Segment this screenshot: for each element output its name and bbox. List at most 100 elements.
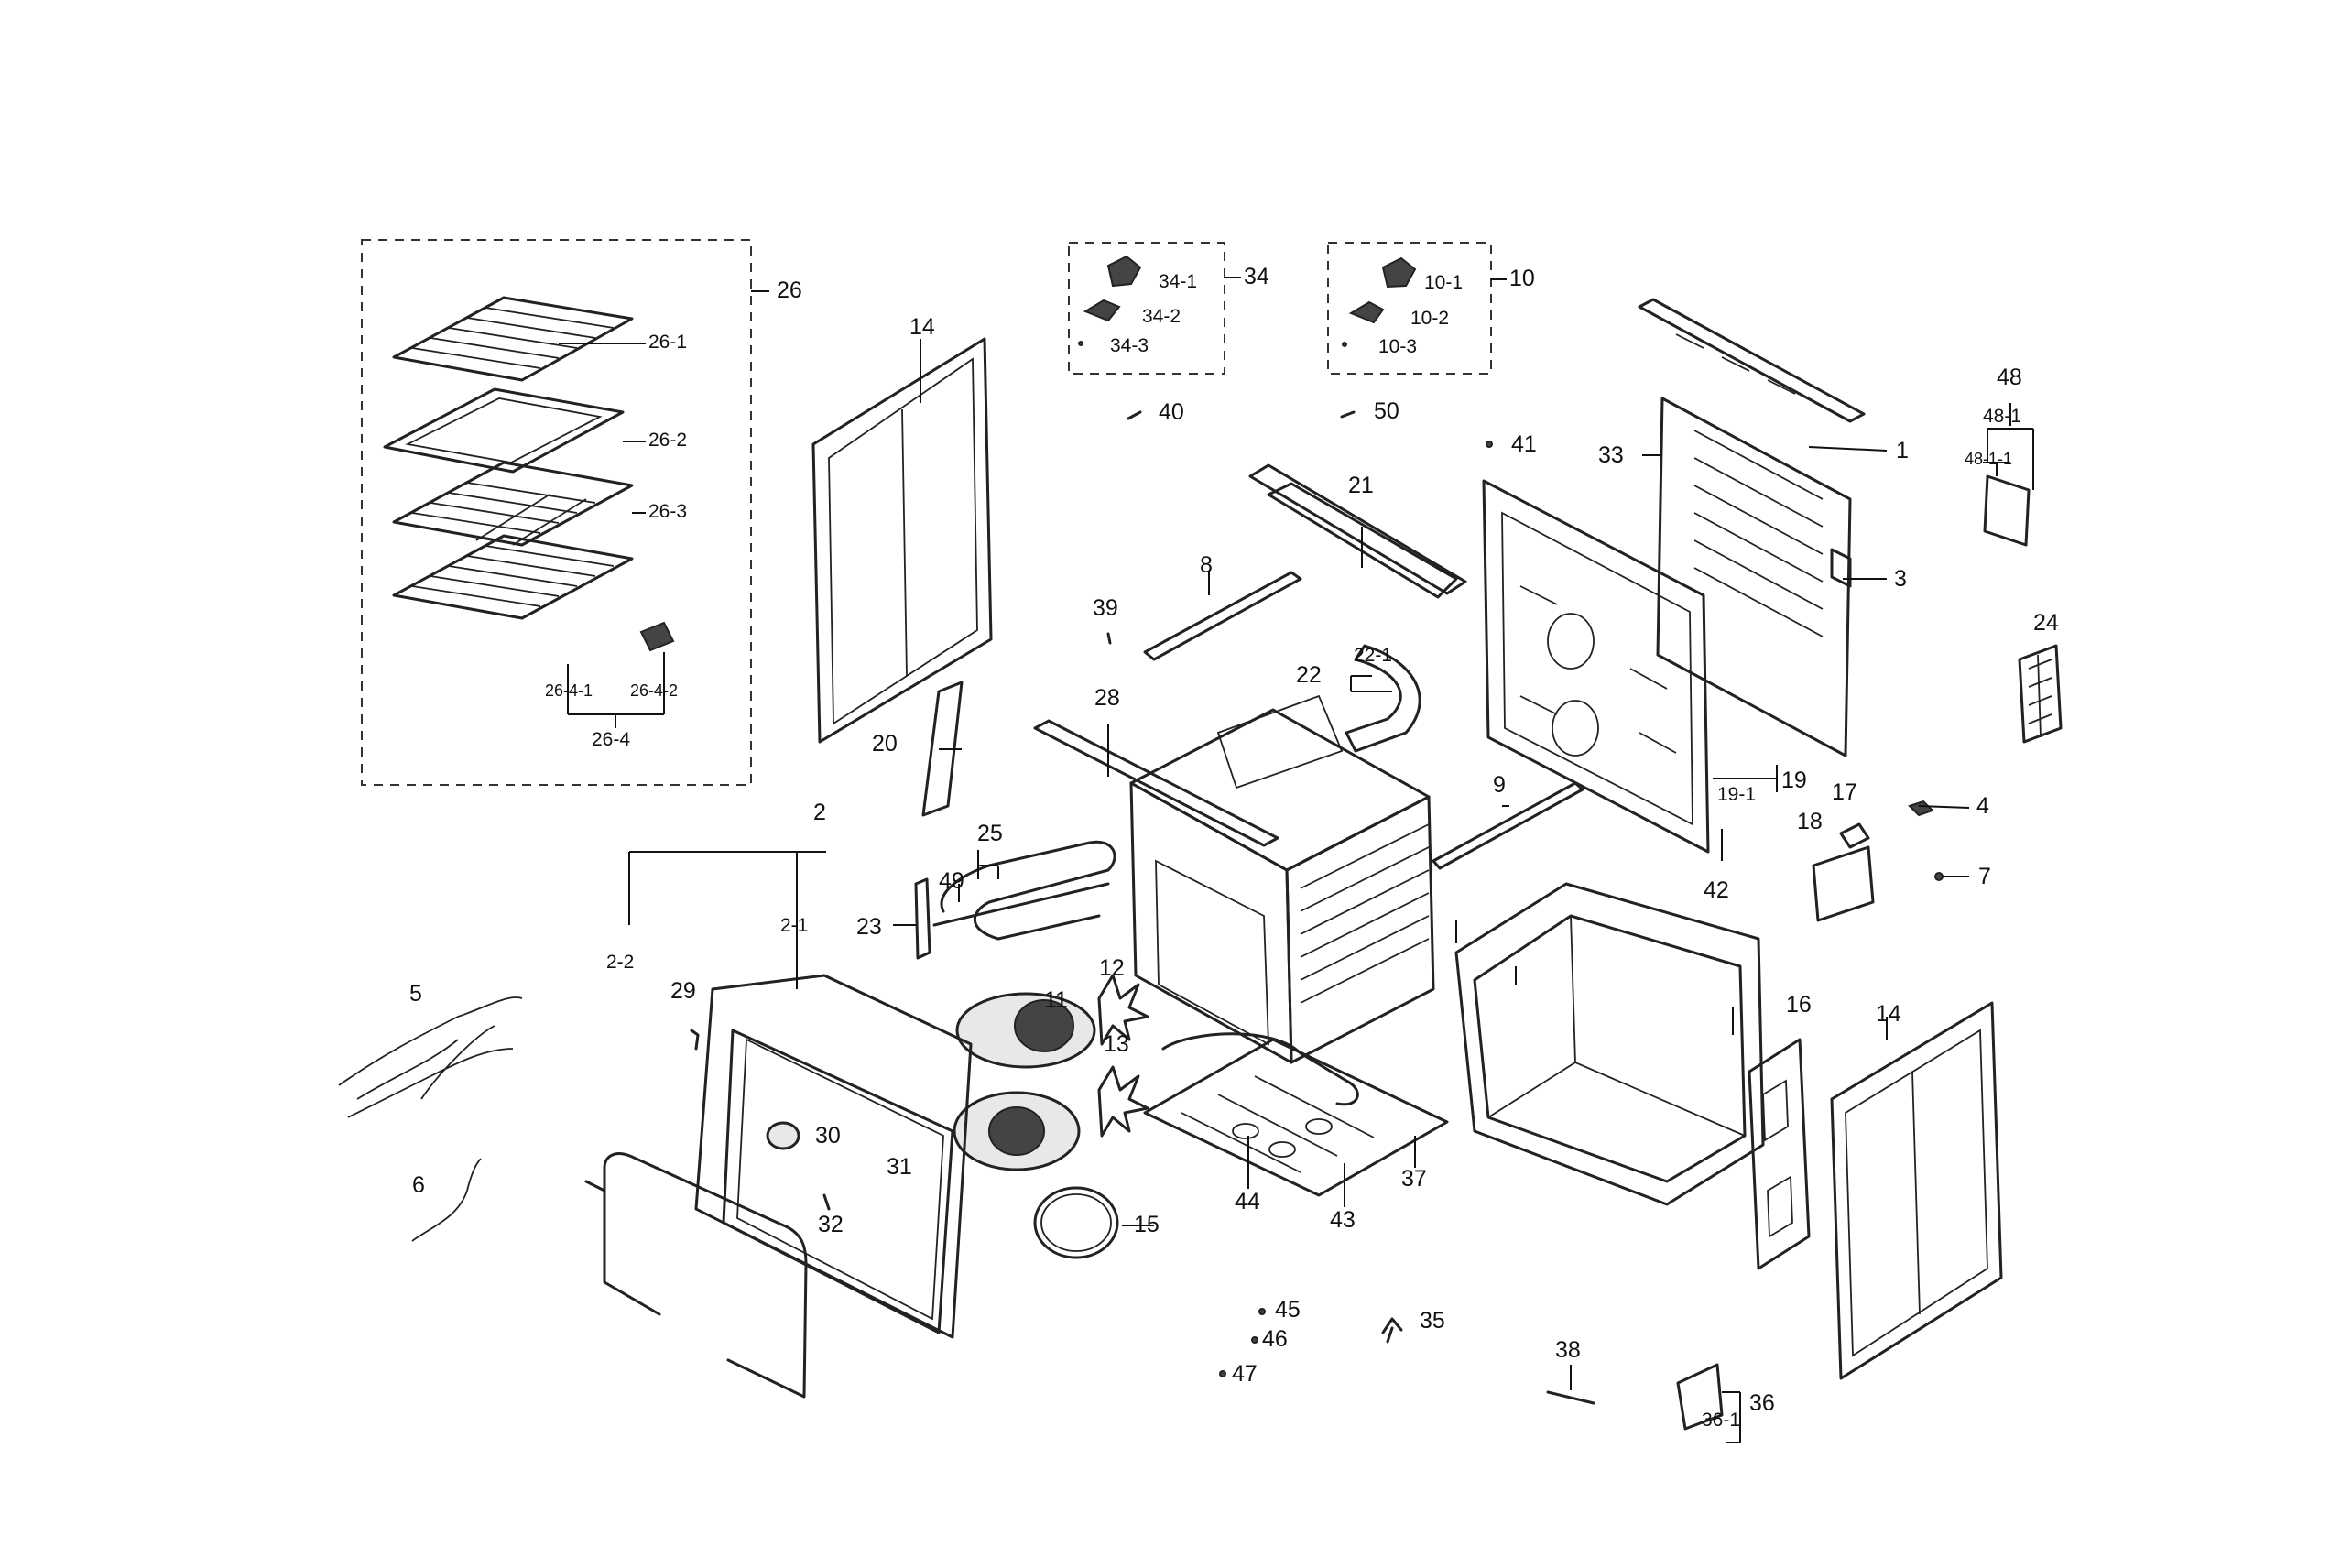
part-label: 26-4-1 — [545, 681, 593, 700]
air-duct — [1345, 644, 1421, 753]
switch-17 — [1839, 822, 1870, 849]
back-top-cover — [1638, 298, 1866, 423]
part-label: 29 — [670, 978, 696, 1004]
rear-panel — [1482, 479, 1710, 854]
part-38 — [1546, 1390, 1595, 1405]
part-label: 46 — [1262, 1326, 1288, 1352]
part-label: 42 — [1704, 877, 1729, 903]
part-label: 48-1 — [1983, 406, 2022, 427]
part-label: 36 — [1749, 1390, 1775, 1416]
screw-45 — [1258, 1308, 1266, 1315]
fan-blade-12 — [1097, 974, 1149, 1046]
part-label: 37 — [1401, 1166, 1427, 1192]
sensor-group-34-box — [1068, 242, 1225, 375]
sensor-assembly-10 — [1342, 256, 1417, 347]
cross-bar — [1143, 571, 1302, 661]
screw-50 — [1340, 410, 1356, 419]
part-label: 9 — [1493, 772, 1506, 798]
bar-9 — [1432, 781, 1584, 870]
side-panel-left — [811, 337, 993, 744]
part-label: 21 — [1348, 473, 1374, 498]
part-label: 7 — [1978, 864, 1991, 889]
part-label: 19 — [1781, 768, 1807, 793]
part-label: 4 — [1976, 793, 1989, 819]
top-bracket — [1248, 463, 1467, 599]
part-label: 10-1 — [1424, 272, 1464, 293]
part-label: 30 — [815, 1123, 841, 1149]
part-35 — [1381, 1317, 1403, 1344]
hinge-36 — [1676, 1363, 1724, 1431]
part-label: 15 — [1134, 1212, 1160, 1237]
part-label: 38 — [1555, 1337, 1581, 1363]
part-label: 26-4 — [592, 729, 631, 750]
part-label: 45 — [1275, 1297, 1301, 1323]
part-label: 12 — [1099, 955, 1125, 981]
part-label: 34-2 — [1142, 306, 1181, 327]
filter-48 — [1983, 474, 2031, 547]
part-label: 44 — [1235, 1189, 1260, 1214]
part-label: 26-3 — [648, 501, 688, 522]
side-panel-right — [1830, 1001, 2003, 1380]
gasket-end — [584, 1180, 606, 1192]
part-label: 10-3 — [1378, 336, 1418, 357]
part-label: 43 — [1330, 1207, 1356, 1233]
clip-4 — [1908, 800, 1934, 817]
part-label: 31 — [887, 1154, 912, 1180]
part-label: 6 — [412, 1172, 425, 1198]
part-label: 5 — [409, 981, 422, 1007]
part-label: 34-1 — [1159, 271, 1198, 292]
part-label: 10 — [1509, 266, 1535, 291]
bottom-element-tray — [1143, 1038, 1449, 1197]
back-cover-panel — [1656, 397, 1852, 757]
door-gasket — [603, 1152, 808, 1399]
rack-group-box — [361, 239, 752, 786]
part-label: 16 — [1786, 992, 1812, 1018]
screw-47 — [1219, 1370, 1226, 1377]
part-label: 8 — [1200, 552, 1213, 578]
part-label: 22 — [1296, 662, 1322, 688]
fan-ring — [1033, 1186, 1119, 1259]
screw-7 — [1934, 872, 1944, 881]
grille-24 — [2018, 644, 2063, 744]
bracket-23 — [914, 877, 931, 960]
convection-fan-cover-upper — [955, 992, 1096, 1069]
screw-46 — [1251, 1336, 1258, 1344]
part-label: 11 — [1044, 987, 1068, 1013]
side-panel-16 — [1748, 1038, 1811, 1270]
part-label: 2-2 — [606, 952, 635, 973]
part-label: 24 — [2033, 610, 2059, 636]
part-label: 17 — [1832, 779, 1857, 805]
part-label: 20 — [872, 731, 898, 757]
part-label: 48-1-1 — [1965, 450, 2013, 468]
part-label: 48 — [1997, 365, 2022, 390]
convection-fan-cover-lower — [953, 1091, 1081, 1171]
part-label: 3 — [1894, 566, 1907, 592]
screw-29 — [690, 1029, 700, 1051]
part-label: 34-3 — [1110, 335, 1149, 356]
fan-blade-13 — [1097, 1065, 1149, 1138]
part-label: 18 — [1797, 809, 1823, 834]
bottom-element — [1161, 1032, 1359, 1106]
broil-grid — [392, 461, 646, 547]
bracket-3 — [1830, 548, 1852, 588]
part-label: 26-1 — [648, 332, 688, 353]
oven-cavity — [1033, 694, 1435, 1064]
screw-39 — [1106, 632, 1112, 645]
part-label: 36-1 — [1702, 1410, 1741, 1431]
part-label: 33 — [1598, 442, 1624, 468]
wire-harness — [338, 996, 523, 1118]
sensor-assembly-34 — [1078, 255, 1142, 346]
oven-rack-bottom — [392, 534, 675, 652]
part-label: 26-4-2 — [630, 681, 679, 700]
part-label: 50 — [1374, 398, 1399, 424]
wire-6 — [411, 1158, 482, 1242]
oven-rack-top — [392, 296, 646, 382]
part-label: 49 — [939, 868, 964, 894]
part-label: 13 — [1104, 1031, 1129, 1057]
part-label: 39 — [1093, 595, 1118, 621]
part-label: 2-1 — [780, 915, 809, 936]
part-label: 2 — [813, 800, 826, 825]
part-label: 14 — [1876, 1001, 1901, 1027]
